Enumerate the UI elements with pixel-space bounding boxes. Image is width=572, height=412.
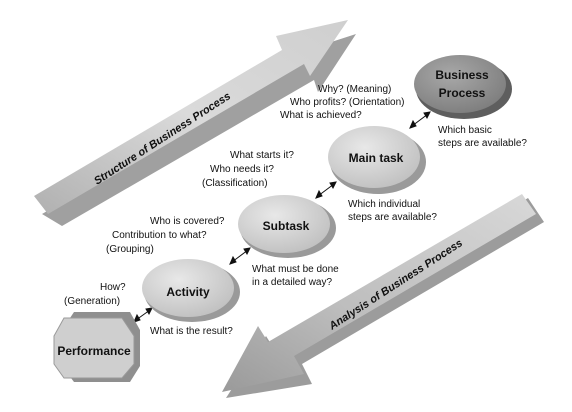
note-line: Who needs it? <box>210 164 274 175</box>
structure-arrow: Structure of Business Process <box>34 20 356 226</box>
connector-subtask-maintask <box>315 181 337 199</box>
note-line: What starts it? <box>230 150 294 161</box>
connector-maintask-business <box>409 111 431 129</box>
note-line: steps are available? <box>348 212 437 223</box>
notes-main-left: What starts it? Who needs it? (Classific… <box>202 150 294 189</box>
note-line: steps are available? <box>438 138 527 149</box>
node-subtask: Subtask <box>238 195 336 258</box>
note-line: Which basic <box>438 125 492 136</box>
notes-main-right: Which individual steps are available? <box>348 199 437 223</box>
note-line: (Classification) <box>202 178 268 189</box>
node-performance: Performance <box>53 312 140 382</box>
note-line: What must be done <box>252 264 339 275</box>
notes-activity-right: What is the result? <box>150 326 233 337</box>
node-business-process-label-1: Business <box>435 68 489 82</box>
notes-business-right: Which basic steps are available? <box>438 125 527 149</box>
node-main-task: Main task <box>328 126 426 194</box>
notes-subtask-left: Who is covered? Contribution to what? (G… <box>106 216 225 255</box>
connector-performance-activity <box>133 307 153 323</box>
note-line: Contribution to what? <box>112 230 207 241</box>
node-main-task-label: Main task <box>349 151 404 165</box>
note-line: (Grouping) <box>106 244 154 255</box>
note-line: Who is covered? <box>150 216 225 227</box>
node-subtask-label: Subtask <box>263 219 310 233</box>
connector-activity-subtask <box>229 247 251 265</box>
notes-activity-left: How? (Generation) <box>64 282 126 307</box>
note-line: Which individual <box>348 199 420 210</box>
node-business-process-label-2: Process <box>439 86 486 100</box>
node-performance-label: Performance <box>57 344 131 358</box>
connectors <box>133 111 431 323</box>
node-activity-label: Activity <box>166 285 210 299</box>
notes-subtask-right: What must be done in a detailed way? <box>252 264 339 288</box>
note-line: in a detailed way? <box>252 277 332 288</box>
note-line: What is achieved? <box>280 110 362 121</box>
note-line: What is the result? <box>150 326 233 337</box>
note-line: Who profits? (Orientation) <box>290 97 405 108</box>
analysis-arrow-label: Analysis of Business Process <box>326 237 465 333</box>
node-activity: Activity <box>142 259 240 322</box>
note-line: How? <box>100 282 126 293</box>
node-business-process: Business Process <box>414 55 512 119</box>
note-line: Why? (Meaning) <box>318 84 391 95</box>
note-line: (Generation) <box>64 296 120 307</box>
notes-business-left: Why? (Meaning) Who profits? (Orientation… <box>280 84 405 121</box>
